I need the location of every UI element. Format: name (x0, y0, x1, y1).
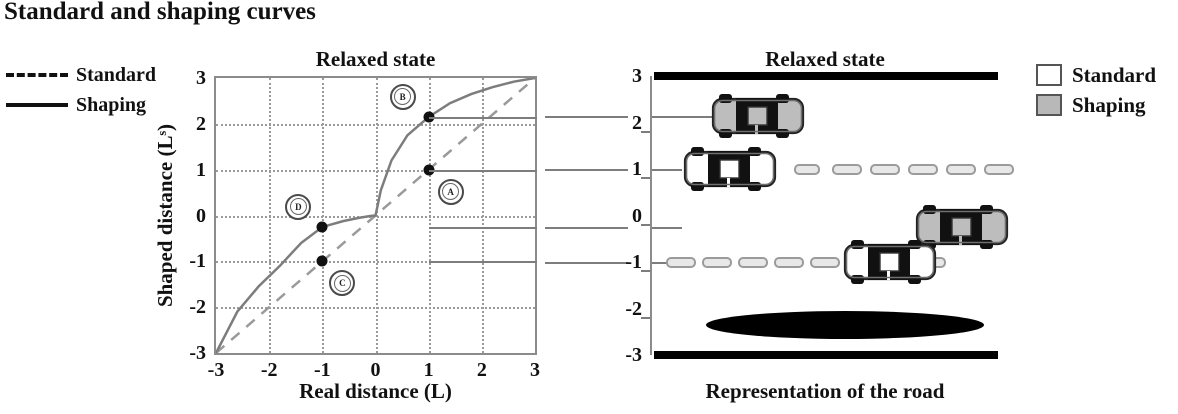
road-caption: Representation of the road (705, 379, 945, 403)
car-icon-standard (682, 143, 778, 195)
car-icon-shaping (710, 90, 806, 142)
road-axis (650, 76, 652, 355)
solid-line-swatch-icon (6, 103, 68, 107)
lane-dash (702, 257, 732, 268)
dark-ellipse-shape (706, 310, 984, 339)
box-legend: Standard Shaping (1036, 60, 1156, 120)
x-tick-label: -3 (207, 359, 225, 381)
gridline-horizontal (216, 261, 535, 264)
x-tick-label: -2 (260, 359, 278, 381)
box-legend-item-shaping: Shaping (1036, 90, 1156, 120)
car-icon-standard (842, 236, 938, 288)
connector-segment-gap (545, 227, 628, 230)
box-legend-item-standard: Standard (1036, 60, 1156, 90)
connector-segment-plot (428, 116, 537, 119)
point-label-b: B (389, 83, 416, 110)
page-title: Standard and shaping curves (4, 0, 316, 25)
road-tick-label: 0 (632, 204, 642, 227)
lane-dash (984, 164, 1014, 175)
legend-item-standard: Standard (6, 60, 166, 90)
road-edge-bottom (654, 351, 998, 359)
road-panel: Relaxed state (625, 47, 1014, 365)
road-edge-top (654, 72, 998, 80)
y-tick-label: 2 (196, 112, 206, 135)
road-tick-label: -3 (625, 344, 642, 366)
series-shaping (216, 78, 535, 353)
plot-panel: Relaxed state A B C D (214, 47, 537, 355)
connector-segment-road (652, 169, 682, 171)
gridline-horizontal (216, 123, 535, 126)
lane-dash (738, 257, 768, 268)
road-tick-mark (641, 177, 650, 179)
dashed-line-swatch-icon (6, 73, 68, 77)
y-tick-label: 3 (196, 67, 206, 89)
gridline-horizontal (216, 169, 535, 172)
lane-dash (832, 164, 862, 175)
connector-segment-plot (428, 261, 537, 264)
lane-dash (946, 164, 976, 175)
road-tick-label: 2 (632, 111, 642, 134)
road-tick-label: -1 (625, 251, 642, 273)
point-label-a: A (437, 178, 464, 205)
y-tick-label: 0 (196, 204, 206, 227)
standard-swatch-icon (1036, 64, 1062, 86)
lane-dash (666, 257, 696, 268)
y-tick-label: -1 (189, 250, 206, 273)
y-tick-label: -3 (189, 342, 206, 364)
lane-dash (794, 164, 820, 175)
plot-title: Relaxed state (315, 47, 436, 71)
lane-dash (774, 257, 804, 268)
connector-segment-plot (428, 169, 537, 172)
data-point-d (316, 221, 328, 233)
road-tick-mark (641, 316, 650, 319)
x-tick-label: 1 (423, 359, 434, 381)
road-tick-label: 1 (632, 158, 642, 180)
box-legend-label-standard: Standard (1072, 62, 1157, 87)
connector-segment-gap (545, 169, 628, 171)
point-label-d: D (285, 193, 312, 220)
connector-segment-road (652, 115, 712, 118)
x-axis-label: Real distance (L) (299, 379, 452, 403)
legend-item-shaping: Shaping (6, 90, 166, 120)
y-tick-label: 1 (196, 158, 206, 181)
shaping-swatch-icon (1036, 94, 1062, 116)
road-tick-label: -2 (625, 297, 642, 320)
connector-segment-plot (428, 226, 537, 229)
data-point-c (316, 255, 328, 267)
x-tick-label: 0 (370, 359, 381, 381)
road-tick-mark (641, 270, 650, 272)
gridline-horizontal (216, 307, 535, 310)
x-tick-label: 2 (476, 359, 487, 381)
y-tick-label: -2 (189, 296, 206, 319)
curves-svg (216, 78, 535, 353)
car-icon-shaping (914, 201, 1010, 253)
x-tick-label: 3 (530, 359, 540, 381)
road-tick-mark (641, 223, 650, 226)
x-tick-label: -1 (313, 359, 331, 381)
box-legend-label-shaping: Shaping (1072, 92, 1146, 117)
plot-frame: A B C D (214, 76, 537, 355)
lane-dash (810, 257, 840, 268)
line-legend: Standard Shaping (6, 60, 166, 120)
connector-segment-gap (545, 115, 628, 118)
road-tick-mark (641, 130, 650, 133)
lane-dash (908, 164, 938, 175)
road-tick-label: 3 (632, 65, 642, 87)
legend-label-standard: Standard (76, 63, 157, 86)
road-panel-title: Relaxed state (765, 47, 885, 71)
legend-label-shaping: Shaping (76, 93, 147, 116)
point-label-c: C (329, 270, 356, 297)
connector-segment-gap (545, 262, 628, 264)
connector-segment-road (652, 227, 682, 230)
lane-dash (870, 164, 900, 175)
